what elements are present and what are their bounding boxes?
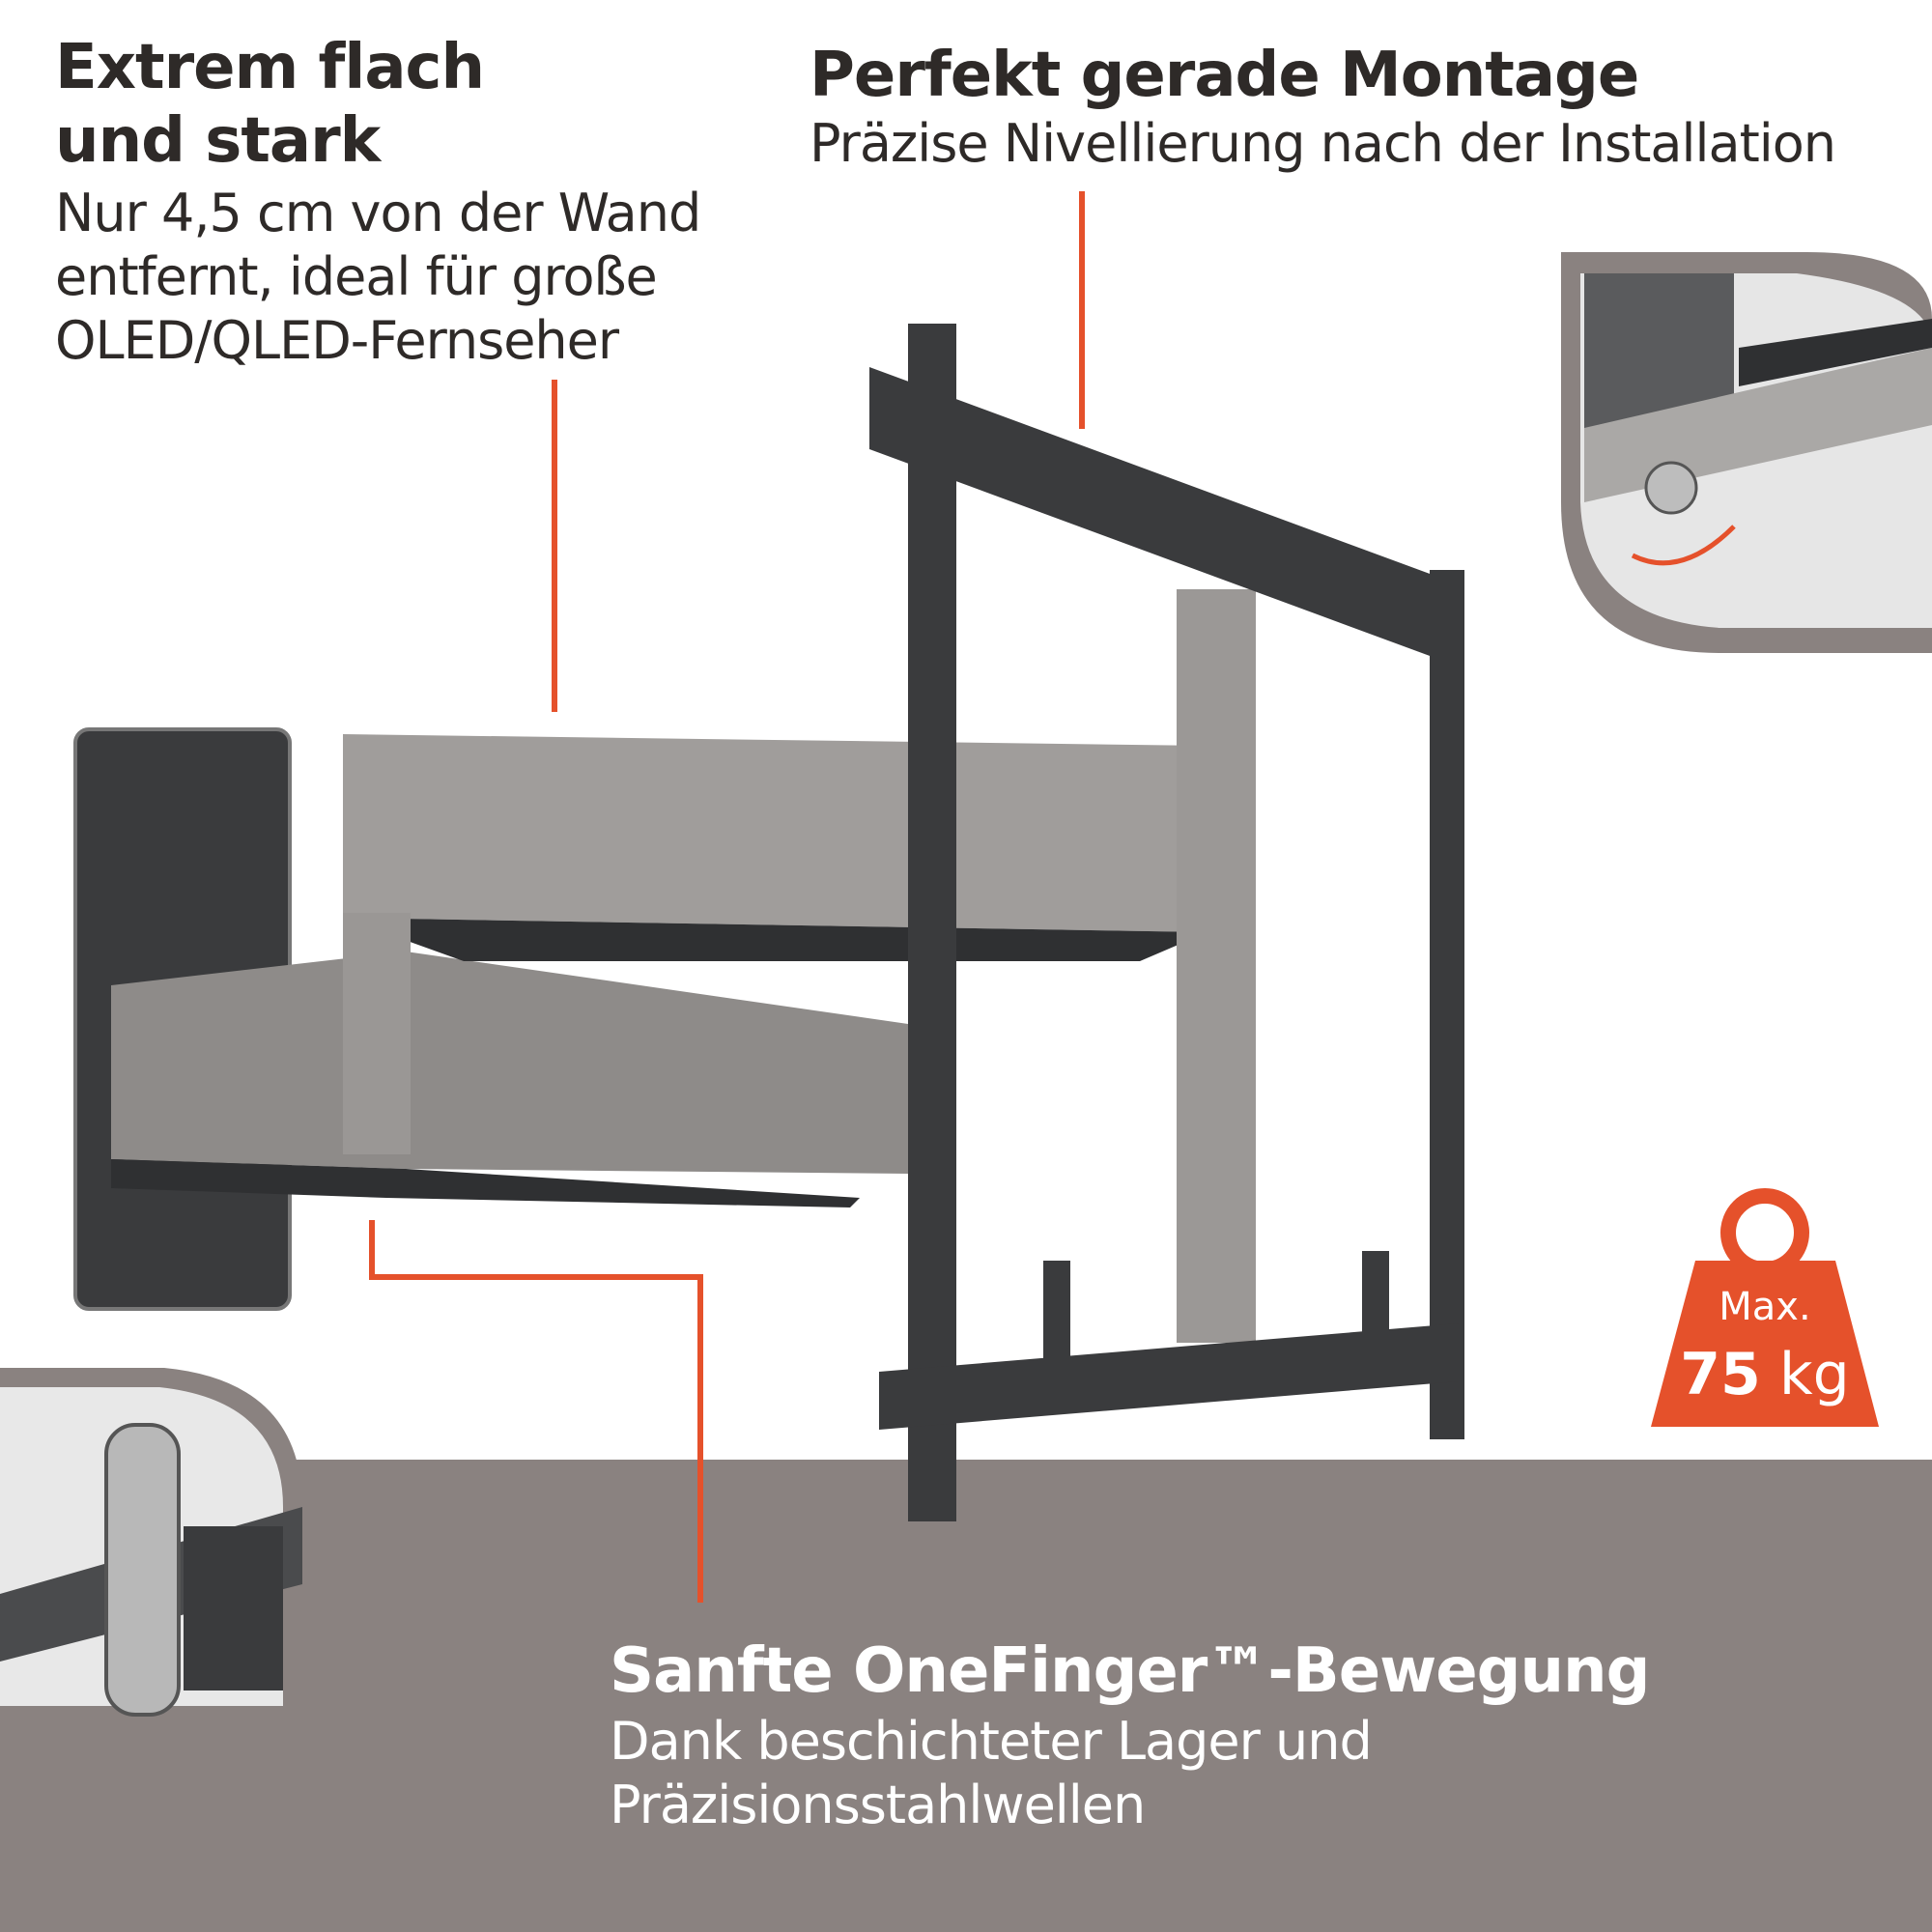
leveling-knob [1644, 461, 1698, 515]
weight-number: 75 [1680, 1341, 1761, 1408]
feature-level-description: Präzise Nivellierung nach der Installati… [810, 113, 1836, 174]
desc-line: Dank beschichteter Lager und [610, 1711, 1373, 1772]
rotate-arrow-icon [1631, 525, 1736, 566]
top-rail [869, 367, 1459, 667]
pointer-line-flat [552, 380, 557, 712]
bottom-band [0, 1460, 1932, 1932]
feature-flat-description: Nur 4,5 cm von der Wand entfernt, ideal … [55, 182, 701, 373]
arm-joint [343, 913, 411, 1154]
steel-shaft [104, 1423, 181, 1717]
bottom-rail [879, 1323, 1459, 1430]
feature-level-title: Perfekt gerade Montage [810, 40, 1639, 111]
weight-max-label: Max. [1719, 1285, 1811, 1329]
title-line: Extrem flach [55, 32, 485, 103]
desc-line: entfernt, ideal für große [55, 246, 658, 307]
desc-line: Nur 4,5 cm von der Wand [55, 183, 701, 243]
pointer-line-motion [369, 1220, 375, 1280]
right-vertical-rail [1430, 570, 1464, 1439]
pointer-line-level [1079, 191, 1085, 429]
left-vertical-rail [908, 324, 956, 1521]
feature-motion-title: Sanfte OneFinger™-Bewegung [610, 1635, 1650, 1707]
desc-line: OLED/QLED-Fernseher [55, 310, 619, 371]
title-line: und stark [55, 105, 381, 177]
upper-arm [343, 734, 1208, 932]
feature-motion-description: Dank beschichteter Lager und Präzisionss… [610, 1710, 1373, 1837]
feature-flat-title: Extrem flach und stark [55, 31, 485, 178]
lower-arm [111, 952, 908, 1174]
weight-value: 75 kg [1651, 1341, 1879, 1408]
center-post [1177, 589, 1256, 1343]
desc-line: Präzisionsstahlwellen [610, 1775, 1146, 1835]
weight-unit: kg [1778, 1341, 1850, 1408]
weight-icon [1720, 1188, 1809, 1277]
